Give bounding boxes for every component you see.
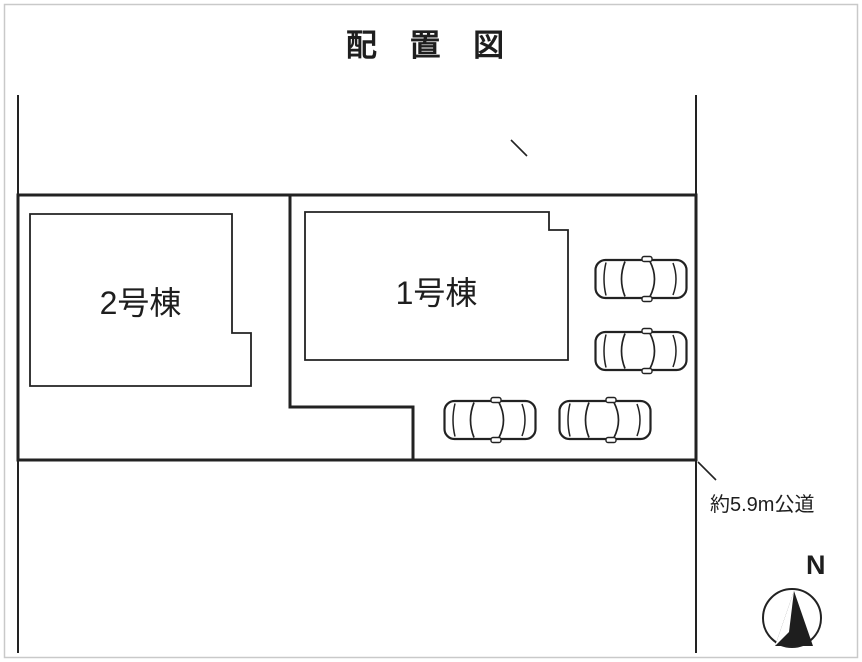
- page-border: [3, 3, 859, 659]
- car-icon: [443, 396, 537, 444]
- road-width-label: 約5.9m公道: [710, 494, 815, 516]
- building-1-outline: [304, 211, 569, 361]
- car-icon: [594, 255, 688, 303]
- building-2-label: 2号棟: [99, 285, 182, 321]
- road-width-tick-icon: [697, 461, 717, 481]
- page-title: 配 置 図: [345, 28, 517, 63]
- north-label: N: [806, 550, 826, 580]
- car-icon: [594, 327, 688, 375]
- north-arrow-icon: [762, 588, 822, 648]
- building-1-label: 1号棟: [395, 275, 478, 311]
- car-icon: [558, 396, 652, 444]
- parcel-divider-line: [288, 196, 415, 459]
- lot-outline: [16, 193, 698, 462]
- building-2-outline: [29, 213, 252, 387]
- survey-tick-icon: [510, 139, 528, 157]
